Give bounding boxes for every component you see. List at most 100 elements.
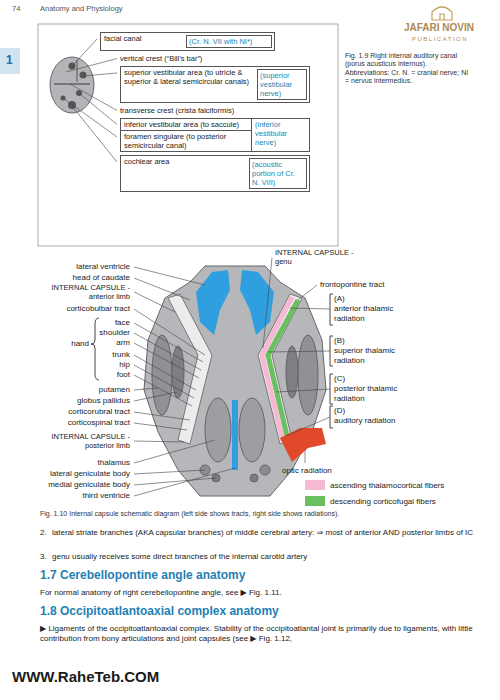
leader-line xyxy=(134,323,203,362)
label: superior thalamic radiation xyxy=(334,346,414,365)
slot: vertical crest (“Bill’s bar”) xyxy=(120,54,202,63)
node-group: inferior vestibular area (to saccule)for… xyxy=(120,118,310,152)
leader-line xyxy=(134,309,205,355)
node-text: superior vestibular area (to utricle & s… xyxy=(124,68,253,86)
brain-section xyxy=(144,266,326,496)
label: putamen xyxy=(99,385,130,395)
crest xyxy=(76,60,78,82)
foramen xyxy=(80,72,87,79)
legend-text: descending corticofugal fibers xyxy=(330,497,436,506)
leader-line xyxy=(134,470,205,474)
leader-line xyxy=(276,389,330,392)
bracket xyxy=(330,336,333,366)
label: frontopontine tract xyxy=(320,280,384,290)
bracket xyxy=(330,294,333,325)
node-text: cochlear area xyxy=(124,157,245,166)
bracket xyxy=(330,406,333,428)
label: anterior thalamic radiation xyxy=(334,304,414,323)
label: shoulder xyxy=(99,328,130,338)
lateral-ventricle xyxy=(240,270,274,335)
legend-swatch xyxy=(305,480,325,490)
label: JAFARI NOVIN xyxy=(404,22,474,34)
node-text: (acoustic portion of Cr. N. VIII) xyxy=(252,160,304,187)
leader-line xyxy=(70,84,117,111)
nerve-box: (superior vestibular nerve) xyxy=(257,69,307,100)
leader-line xyxy=(134,468,235,496)
label: INTERNAL CAPSULE - posterior limb xyxy=(42,432,130,450)
internal-capsule xyxy=(258,294,302,444)
node-text: facial canal xyxy=(104,34,182,43)
label: transverse crest (crista falciformis) xyxy=(120,106,234,115)
corticofugal-fibers xyxy=(268,300,298,440)
label: (C) xyxy=(334,374,345,384)
label: head of caudate xyxy=(73,273,130,283)
label: lateral striate branches (AKA capsular b… xyxy=(52,528,482,538)
nerve-box: (Cr. N. VII with NI*) xyxy=(186,35,272,48)
area-box: superior vestibular area (to utricle & s… xyxy=(120,66,310,103)
globus-pallidus xyxy=(172,346,184,398)
label: (B) xyxy=(334,336,345,346)
label: foot xyxy=(117,370,130,380)
leader-line xyxy=(134,423,187,430)
area-box: foramen singulare (to posterior semicirc… xyxy=(120,130,252,152)
area-box: facial canal (Cr. N. VII with NI*) xyxy=(100,32,275,51)
slot: inferior vestibular area (to saccule)for… xyxy=(120,118,252,152)
geniculate-body xyxy=(260,465,270,475)
label: 1 xyxy=(6,53,13,67)
leader-line xyxy=(83,73,117,76)
geniculate-body xyxy=(250,474,258,482)
leader-line xyxy=(134,440,215,463)
label: 2. xyxy=(40,528,47,538)
logo-icon xyxy=(432,7,452,20)
label: hand xyxy=(71,339,89,349)
label: thalamus xyxy=(98,458,130,468)
label: 1.8 Occipitoatlantoaxial complex anatomy xyxy=(40,604,279,618)
leader-line xyxy=(305,450,306,463)
leader-line xyxy=(298,285,317,300)
legend-text: ascending thalamocortical fibers xyxy=(330,481,444,490)
label: optic radiation xyxy=(282,466,332,476)
label: corticobulbar tract xyxy=(66,304,130,314)
label: face xyxy=(115,318,130,328)
putamen xyxy=(298,335,318,415)
leader-line xyxy=(134,278,190,300)
leader-line xyxy=(290,308,330,309)
bracket xyxy=(330,374,333,404)
leader-line xyxy=(134,333,201,370)
leader-line xyxy=(63,98,117,137)
label: auditory radiation xyxy=(334,416,414,426)
label: (A) xyxy=(334,294,345,304)
lateral-ventricle xyxy=(196,270,230,335)
label: 1.7 Cerebellopontine angle anatomy xyxy=(40,568,245,582)
slot: transverse crest (crista falciformis) xyxy=(120,106,234,115)
leader-line xyxy=(134,292,175,312)
globus-pallidus xyxy=(286,346,298,398)
label: 3. xyxy=(40,552,47,562)
area-box: cochlear area (acoustic portion of Cr. N.… xyxy=(120,155,310,192)
label: Fig. 1.9 Right internal auditory canal (… xyxy=(345,52,470,86)
label: vertical crest (“Bill’s bar”) xyxy=(120,54,202,63)
nerve-box: (inferior vestibular nerve) xyxy=(251,118,310,152)
chapter-tab xyxy=(0,48,20,74)
node-text: (inferior vestibular nerve) xyxy=(255,120,306,147)
label: corticospinal tract xyxy=(68,418,130,428)
leader-line xyxy=(263,258,272,348)
thalamus xyxy=(205,398,231,462)
label: (D) xyxy=(334,406,345,416)
leader-line xyxy=(268,351,330,352)
leader-line xyxy=(134,355,196,390)
node-text: (Cr. N. VII with NI*) xyxy=(189,37,269,46)
leader-line xyxy=(134,388,158,390)
label: WWW.RaheTeb.COM xyxy=(12,668,159,686)
label: third ventricle xyxy=(82,491,130,501)
label: lateral ventricle xyxy=(76,262,130,272)
label: For normal anatomy of right cerebellopon… xyxy=(40,588,282,598)
leader-line xyxy=(74,39,97,64)
third-ventricle xyxy=(232,400,238,470)
node-text: inferior vestibular area (to saccule) xyxy=(124,120,248,129)
label: trunk xyxy=(112,350,130,360)
slot: superior vestibular area (to utricle & s… xyxy=(120,66,310,103)
label: globus pallidus xyxy=(77,396,130,406)
leader-line xyxy=(134,412,190,420)
